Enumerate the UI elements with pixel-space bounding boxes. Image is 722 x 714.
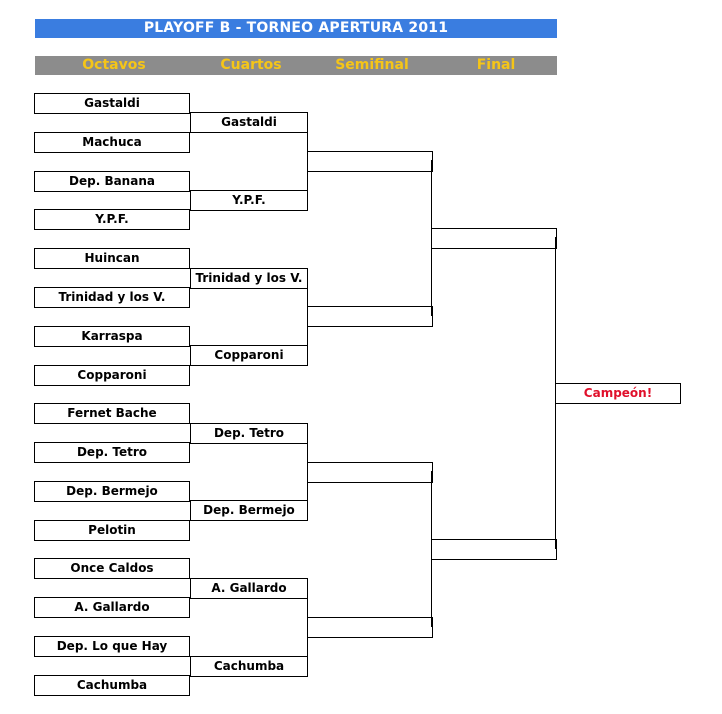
octavos-team-5: Huincan [34,248,190,269]
bracket-connector [307,587,308,665]
octavos-team-11: Dep. Bermejo [34,481,190,502]
round-header-octavos: Octavos [82,57,146,73]
final-slot-2 [431,539,557,560]
octavos-team-12: Pelotin [34,520,190,541]
bracket-connector [307,277,308,355]
round-header-semifinal: Semifinal [335,57,409,73]
semifinal-slot-3 [307,462,433,483]
octavos-team-16: Cachumba [34,675,190,696]
octavos-team-7: Karraspa [34,326,190,347]
octavos-team-2: Machuca [34,132,190,153]
octavos-team-10: Dep. Tetro [34,442,190,463]
octavos-team-1: Gastaldi [34,93,190,114]
octavos-team-14: A. Gallardo [34,597,190,618]
bracket-connector [307,432,308,510]
champion-box: Campeón! [555,383,681,404]
cuartos-team-4: Copparoni [190,345,308,366]
octavos-team-4: Y.P.F. [34,209,190,230]
final-slot-1 [431,228,557,249]
cuartos-team-7: A. Gallardo [190,578,308,599]
octavos-team-15: Dep. Lo que Hay [34,636,190,657]
page-title: PLAYOFF B - TORNEO APERTURA 2011 [35,19,557,38]
bracket-connector [307,121,308,160]
bracket-connector [431,471,432,627]
round-header-bar: Octavos Cuartos Semifinal Final [35,56,557,75]
octavos-team-8: Copparoni [34,365,190,386]
octavos-team-9: Fernet Bache [34,403,190,424]
round-header-cuartos: Cuartos [220,57,282,73]
cuartos-team-3: Trinidad y los V. [190,268,308,289]
bracket-connector [555,237,556,549]
semifinal-slot-1 [307,151,433,172]
octavos-team-3: Dep. Banana [34,171,190,192]
bracket-connector [307,160,308,199]
octavos-team-13: Once Caldos [34,558,190,579]
cuartos-team-2: Y.P.F. [190,190,308,211]
cuartos-team-1: Gastaldi [190,112,308,133]
cuartos-team-8: Cachumba [190,656,308,677]
cuartos-team-5: Dep. Tetro [190,423,308,444]
semifinal-slot-2 [307,306,433,327]
semifinal-slot-4 [307,617,433,638]
bracket-connector [431,160,432,316]
octavos-team-6: Trinidad y los V. [34,287,190,308]
round-header-final: Final [476,57,516,73]
cuartos-team-6: Dep. Bermejo [190,500,308,521]
